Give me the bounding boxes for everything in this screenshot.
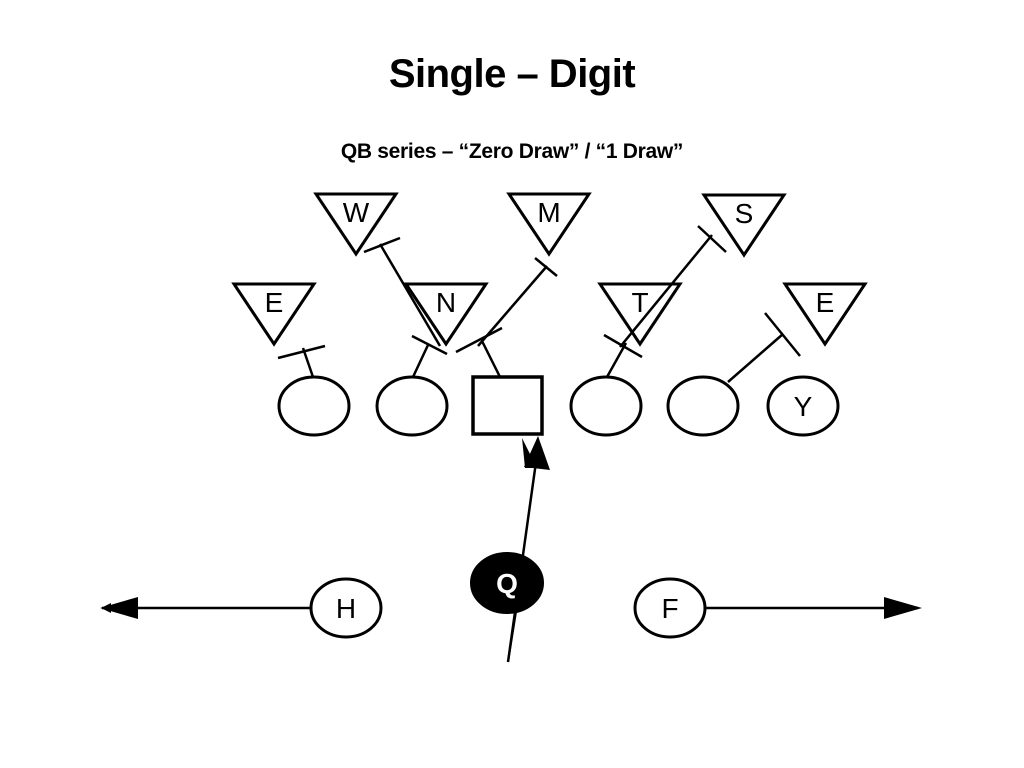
tight-end-y-label: Y [794, 391, 813, 422]
defender-m: M [506, 192, 592, 257]
fullback-f: F [633, 577, 707, 639]
halfback-h: H [309, 577, 383, 639]
defender-s-label: S [735, 198, 754, 229]
block-c [480, 340, 502, 378]
block-rt [727, 333, 784, 383]
defender-n-label: N [436, 287, 456, 318]
block-w-stop [363, 236, 401, 254]
block-lg-stop [411, 334, 448, 356]
qb-path-arrowhead [524, 436, 550, 470]
block-c-stop [455, 326, 503, 354]
block-s-climb [619, 234, 713, 348]
defender-n: N [403, 282, 489, 347]
defender-t: T [597, 282, 683, 347]
defender-t-label: T [631, 287, 648, 318]
right-tackle [666, 375, 740, 437]
h-path-arrowhead [100, 597, 138, 619]
tight-end-y: Y [766, 375, 840, 437]
block-rg-stop [603, 333, 643, 359]
block-m-stop [534, 257, 558, 277]
left-tackle [277, 375, 351, 437]
defender-e-left: E [231, 282, 317, 347]
play-subtitle: QB series – “Zero Draw” / “1 Draw” [340, 140, 684, 163]
block-m-climb [477, 265, 548, 347]
block-lg [411, 344, 430, 378]
blocking-assignments [277, 225, 801, 383]
block-rt-stop [764, 312, 801, 357]
quarterback: Q [470, 552, 544, 614]
defender-e-right: E [782, 282, 868, 347]
block-lt-stop [277, 344, 326, 360]
defender-w: W [313, 192, 399, 257]
quarterback-label: Q [496, 568, 518, 599]
defender-m-label: M [537, 197, 560, 228]
defender-w-label: W [343, 197, 370, 228]
halfback-h-label: H [336, 593, 356, 624]
page-title: Single – Digit [388, 52, 636, 96]
fullback-f-label: F [661, 593, 678, 624]
defender-e-left-label: E [265, 287, 284, 318]
right-guard [569, 375, 643, 437]
f-path-arrowhead [884, 597, 922, 619]
left-guard [375, 375, 449, 437]
block-rg [605, 342, 628, 378]
center [471, 375, 544, 436]
block-lt [301, 347, 315, 378]
defender-s: S [701, 193, 787, 258]
block-s-stop [697, 225, 727, 253]
block-w-climb [378, 243, 442, 347]
defender-e-right-label: E [816, 287, 835, 318]
